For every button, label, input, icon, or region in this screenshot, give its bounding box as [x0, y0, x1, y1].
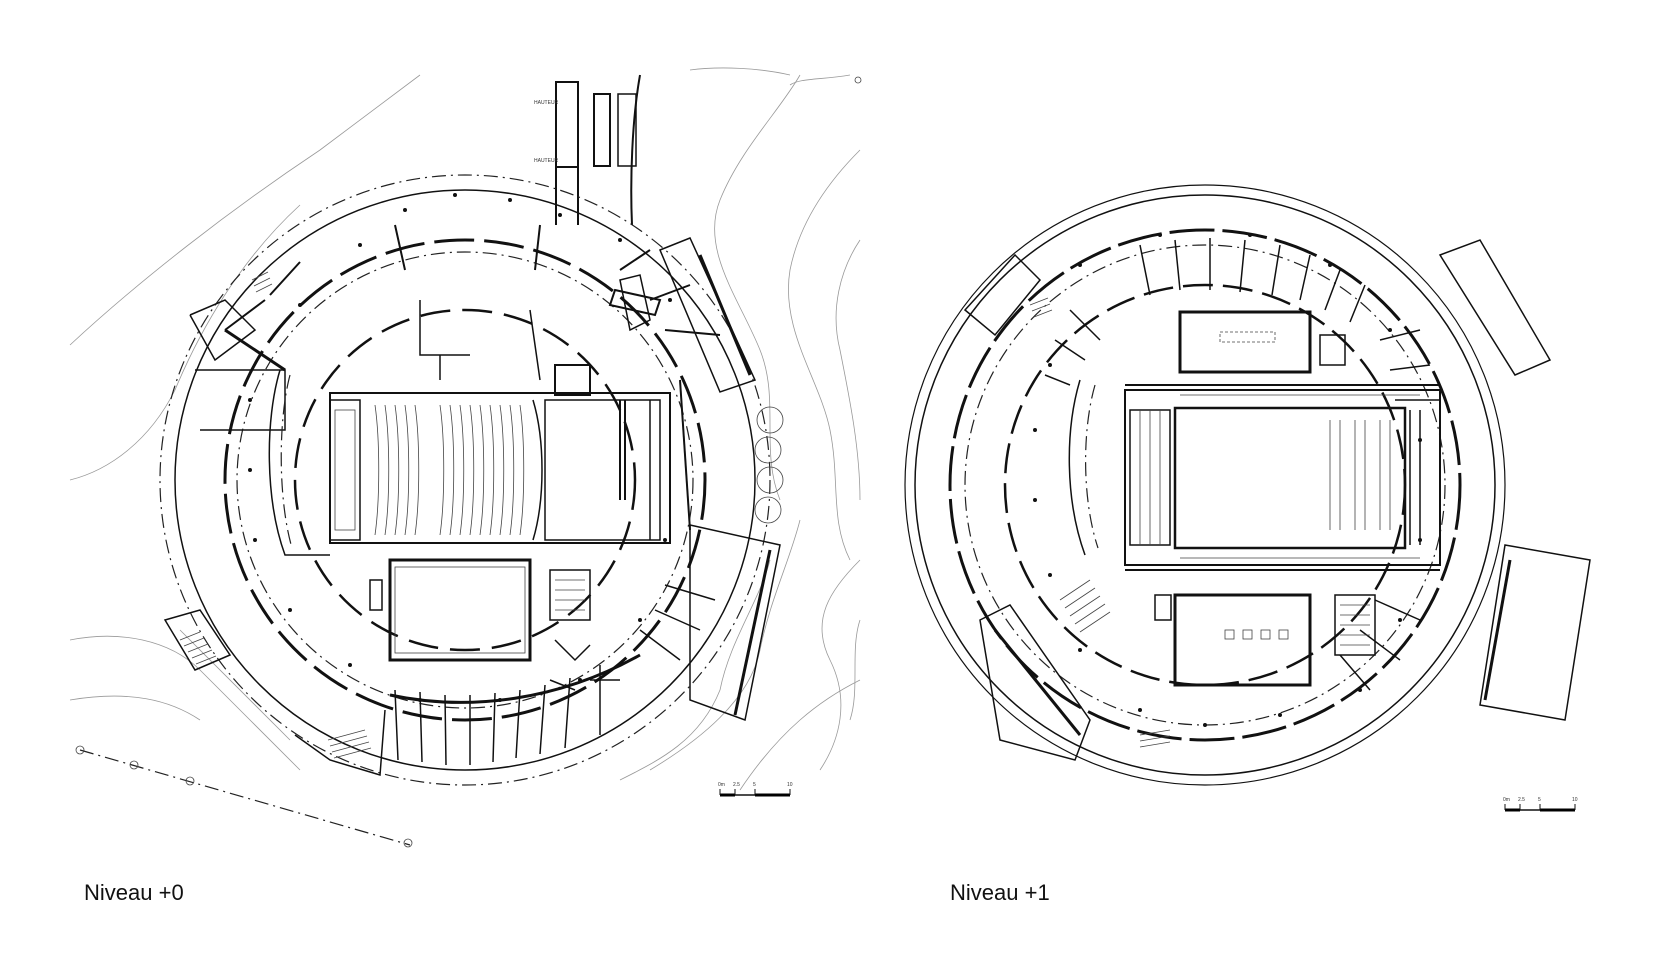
bottom-room-level-1: [1154, 593, 1376, 687]
scale-label: 2.5: [1518, 797, 1525, 803]
auditorium-level-0: [268, 369, 671, 556]
outer-rooms-level-1: [1044, 238, 1440, 691]
scale-label: 5: [753, 782, 756, 788]
floor-plan-level-0: HAUTEUR HAUTEUR: [69, 67, 862, 848]
scale-bar-level-0: 0m 2.5 5 10: [718, 782, 793, 797]
top-room-level-1: [1178, 310, 1346, 374]
scale-label: 5: [1538, 797, 1541, 803]
scale-bar-level-1: 0m 2.5 5 10: [1503, 797, 1578, 812]
scale-label: 0m: [1503, 797, 1510, 803]
svg-text:HAUTEUR: HAUTEUR: [534, 158, 559, 164]
back-rooms-level-0: [369, 274, 691, 691]
plan-caption-level-0: Niveau +0: [84, 880, 184, 905]
access-corridor: HAUTEUR HAUTEUR: [534, 74, 641, 226]
trees: [754, 406, 784, 524]
floor-plan-level-1: 0m 2.5 5 10: [904, 184, 1591, 812]
plan-caption-level-1: Niveau +1: [950, 880, 1050, 905]
wing-extensions: [163, 237, 781, 776]
scale-label: 10: [1572, 797, 1578, 803]
scale-label: 2.5: [733, 782, 740, 788]
scale-label: 10: [787, 782, 793, 788]
columns-level-0: [248, 193, 672, 702]
main-hall-level-1: [1124, 384, 1441, 571]
scale-label: 0m: [718, 782, 725, 788]
wing-extensions-level-1: [963, 239, 1591, 761]
svg-text:HAUTEUR: HAUTEUR: [534, 100, 559, 106]
columns-level-1: [1033, 233, 1422, 727]
terrain-contours: [69, 67, 861, 791]
boundary-markers: [75, 76, 862, 848]
